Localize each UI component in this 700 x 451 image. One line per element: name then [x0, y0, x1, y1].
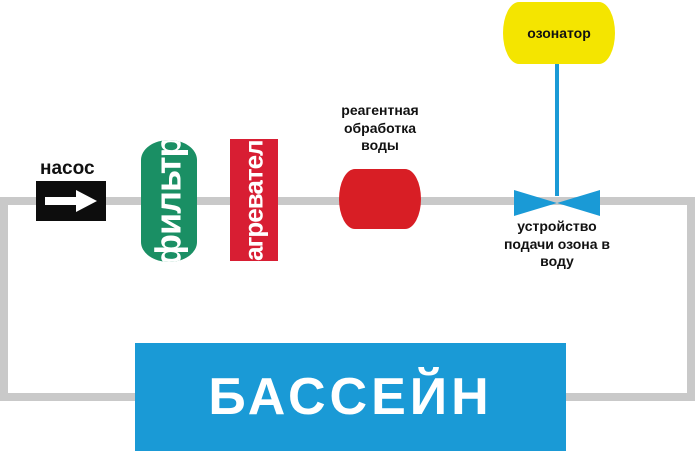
- valve-icon: [514, 190, 600, 216]
- pipe-left-riser: [0, 197, 8, 401]
- pump-label: насос: [40, 158, 95, 179]
- filter-label: фильтр: [148, 140, 189, 262]
- pipe-pool-outlet: [560, 393, 695, 401]
- heater-label: нагреватель: [238, 139, 269, 261]
- ozone-supply-line: [555, 64, 559, 196]
- filter: фильтр: [141, 140, 197, 262]
- ozonator-label: озонатор: [527, 25, 591, 41]
- ozone-injector-label-line: подачи озона в: [503, 235, 611, 252]
- ozonator: озонатор: [503, 2, 615, 64]
- ozone-injector-label-line: устройство: [517, 218, 597, 234]
- pipe-right-riser: [687, 197, 695, 401]
- reagent-unit: [339, 169, 421, 229]
- reagent-label: реагентная обработка воды: [330, 102, 430, 155]
- reagent-label-line: воды: [361, 137, 399, 153]
- heater: нагреватель: [230, 139, 278, 261]
- reagent-label-line: реагентная: [341, 102, 419, 118]
- ozone-injector-label: устройство подачи озона в воду: [492, 218, 622, 271]
- pipe-pool-inlet: [0, 393, 140, 401]
- pool-label: БАССЕЙН: [208, 368, 493, 426]
- ozone-injector-label-line: воду: [540, 253, 574, 269]
- reagent-label-line: обработка: [343, 119, 417, 136]
- pump: [36, 181, 106, 221]
- pool: БАССЕЙН: [135, 343, 566, 451]
- arrow-right-icon: [45, 190, 97, 212]
